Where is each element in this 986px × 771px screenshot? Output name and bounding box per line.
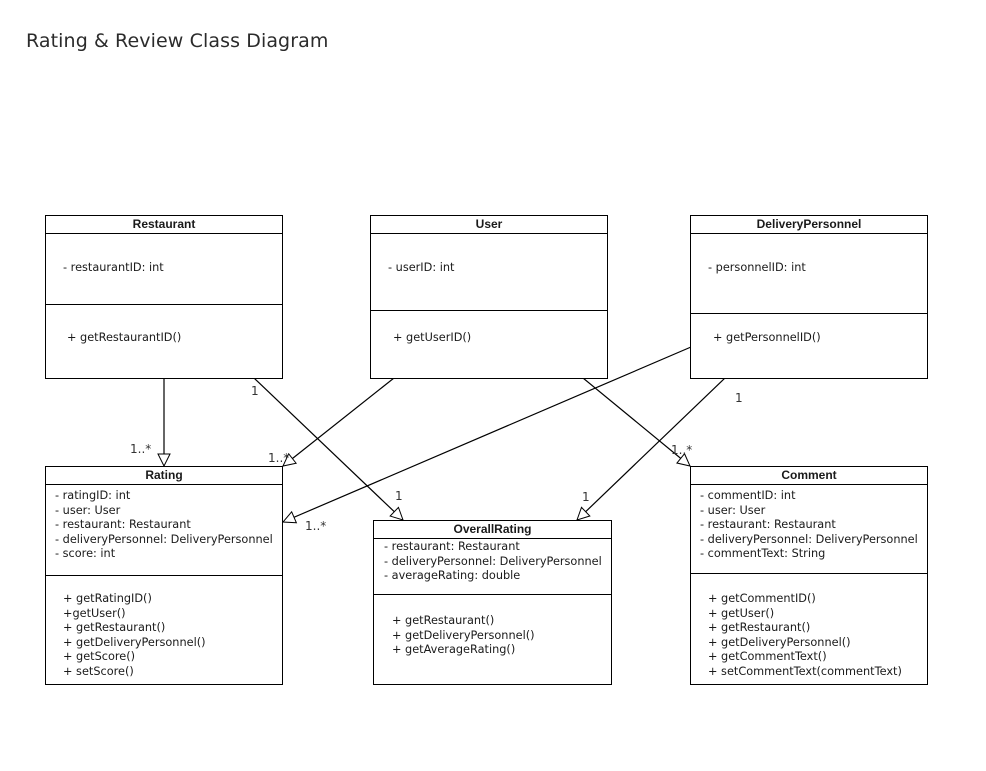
divider [691,313,927,314]
method-row: + setCommentText(commentText) [708,665,902,678]
attribute-row: - restaurant: Restaurant [384,540,520,553]
arrow-delivery-to-overall [577,377,726,520]
multiplicity-label: 1 [582,490,590,504]
method-row: + getRestaurant() [392,614,495,627]
method-row: + getRatingID() [63,592,152,605]
attribute-row: - averageRating: double [384,569,521,583]
arrow-user-to-rating [283,377,395,466]
class-rating[interactable]: Rating - ratingID: int - user: User - re… [45,466,283,685]
class-user[interactable]: User - userID: int + getUserID() [370,215,608,379]
method-row: +getUser() [63,606,126,620]
multiplicity-label: 1 [735,391,743,405]
attribute-row: - restaurant: Restaurant [700,518,836,532]
method-row: + getUser() [708,606,775,620]
attribute-row: - user: User [55,503,121,517]
arrow-delivery-to-rating [283,346,692,522]
class-delivery-personnel[interactable]: DeliveryPersonnel - personnelID: int + g… [690,215,928,379]
arrow-user-to-comment [582,377,690,466]
attribute-row: - deliveryPersonnel: DeliveryPersonnel [700,532,918,546]
multiplicity-label: 1 [395,489,403,503]
attribute-row: - ratingID: int [55,489,131,502]
class-restaurant[interactable]: Restaurant - restaurantID: int + getRest… [45,215,283,379]
divider [46,304,282,305]
divider [374,594,611,595]
class-name: DeliveryPersonnel [691,216,927,234]
multiplicity-label: 1..* [305,519,327,533]
arrow-restaurant-to-overall [253,377,403,520]
attribute-row: - restaurant: Restaurant [55,518,191,532]
method-row: + getDeliveryPersonnel() [63,635,206,649]
multiplicity-label: 1..* [268,451,290,465]
method-row: + getRestaurantID() [67,331,182,344]
method-row: + getPersonnelID() [713,331,821,344]
class-name: Comment [691,467,927,485]
method-row: + setScore() [63,665,134,678]
multiplicity-label: 1..* [130,442,152,456]
attribute-row: - commentID: int [700,489,796,502]
class-name: User [371,216,607,234]
attribute-row: - userID: int [388,261,455,274]
multiplicity-label: 1..* [671,443,693,457]
method-row: + getUserID() [393,331,472,344]
method-row: + getRestaurant() [63,621,166,635]
attribute-row: - deliveryPersonnel: DeliveryPersonnel [55,532,273,546]
attribute-row: - deliveryPersonnel: DeliveryPersonnel [384,554,602,568]
class-name: OverallRating [374,521,611,539]
class-overall-rating[interactable]: OverallRating - restaurant: Restaurant -… [373,520,612,685]
attribute-row: - restaurantID: int [63,261,164,274]
method-row: + getDeliveryPersonnel() [708,635,851,649]
divider [46,575,282,576]
method-row: + getDeliveryPersonnel() [392,628,535,642]
method-row: + getRestaurant() [708,621,811,635]
attribute-row: - user: User [700,503,766,517]
attribute-row: - score: int [55,547,116,561]
diagram-title: Rating & Review Class Diagram [26,30,329,52]
method-row: + getCommentID() [708,592,816,605]
divider [691,573,927,574]
method-row: + getScore() [63,650,136,664]
method-row: + getCommentText() [708,650,827,664]
class-comment[interactable]: Comment - commentID: int - user: User - … [690,466,928,685]
attribute-row: - commentText: String [700,547,826,561]
class-name: Rating [46,467,282,485]
multiplicity-label: 1 [251,384,259,398]
divider [371,310,607,311]
method-row: + getAverageRating() [392,643,516,657]
class-name: Restaurant [46,216,282,234]
attribute-row: - personnelID: int [708,261,806,274]
